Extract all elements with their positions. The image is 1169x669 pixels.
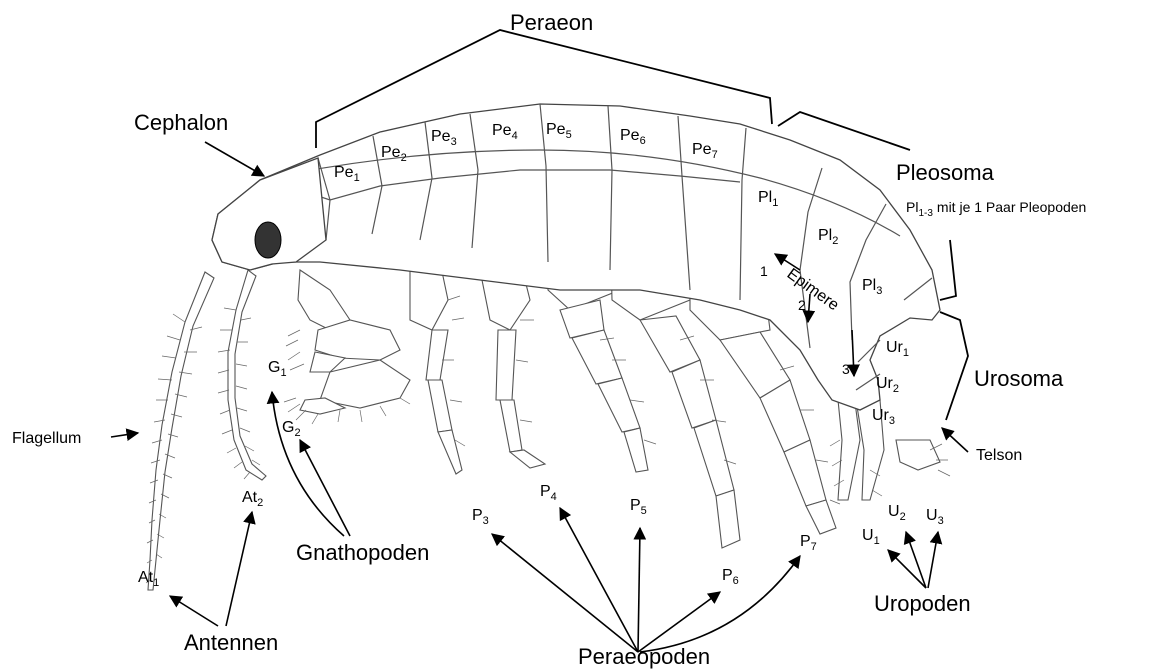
pleosoma-label: Pleosoma [896,160,995,185]
pleosoma-note-prefix: Pl [906,199,918,215]
appendage-label-u3: U3 [926,507,944,527]
peraeopoden-pointer-4 [560,508,638,652]
peraeopoden-pointer-3 [492,534,638,652]
uropoden-pointer-1 [888,550,926,588]
antennen-label: Antennen [184,630,278,655]
pleosoma-note-text: mit je 1 Paar Pleopoden [937,199,1086,215]
appendage-label-g2: G2 [282,419,301,439]
uropoden-pointer-2 [906,532,926,588]
gnathopoden-label: Gnathopoden [296,540,429,565]
appendage-label-g1: G1 [268,359,287,379]
peraeopoden-pointer-5 [638,528,640,652]
peraeon-label: Peraeon [510,10,593,35]
telson-label: Telson [976,447,1022,464]
gnathopoden-pointer-1 [272,392,344,536]
epimere-number-3: 3 [842,361,850,377]
pleosoma-note-subscript: 1-3 [918,208,933,219]
cephalon-label: Cephalon [134,110,228,135]
appendage-label-p5: P5 [630,497,647,517]
epimere-number-1: 1 [760,263,768,279]
appendage-label-u2: U2 [888,503,906,523]
flagellum-label: Flagellum [12,430,81,447]
appendage-label-p7: P7 [800,533,817,553]
peraeopoden-label: Peraeopoden [578,644,710,669]
epimere-number-2: 2 [798,297,806,313]
appendage-label-p3: P3 [472,507,489,527]
antenna-1-drawing [146,272,214,590]
urosoma-label: Urosoma [974,366,1064,391]
urosoma-bracket [940,312,968,420]
appendage-label-at2: At2 [242,489,263,509]
gnathopod-drawings [284,270,410,424]
amphipod-illustration [146,104,950,590]
peraeopoden-pointer-6 [638,592,720,652]
pleosoma-note: Pl1-3 mit je 1 Paar Pleopoden [906,199,1086,219]
appendage-label-u1: U1 [862,527,880,547]
segment-label-ur1: Ur1 [886,339,909,359]
gnathopoden-pointer-2 [300,440,350,536]
eye-icon [255,222,281,258]
cephalon-pointer [205,142,264,176]
uropoden-pointer-3 [928,532,938,588]
antennen-pointer-1 [170,596,218,626]
telson-pointer [942,428,968,452]
flagellum-pointer [111,433,138,437]
appendage-label-p4: P4 [540,483,557,503]
antenna-2-drawing [218,270,266,480]
antennen-pointer-2 [226,512,252,626]
appendage-label-p6: P6 [722,567,739,587]
uropoden-label: Uropoden [874,591,971,616]
peraeopoden-pointer-7 [640,556,800,652]
